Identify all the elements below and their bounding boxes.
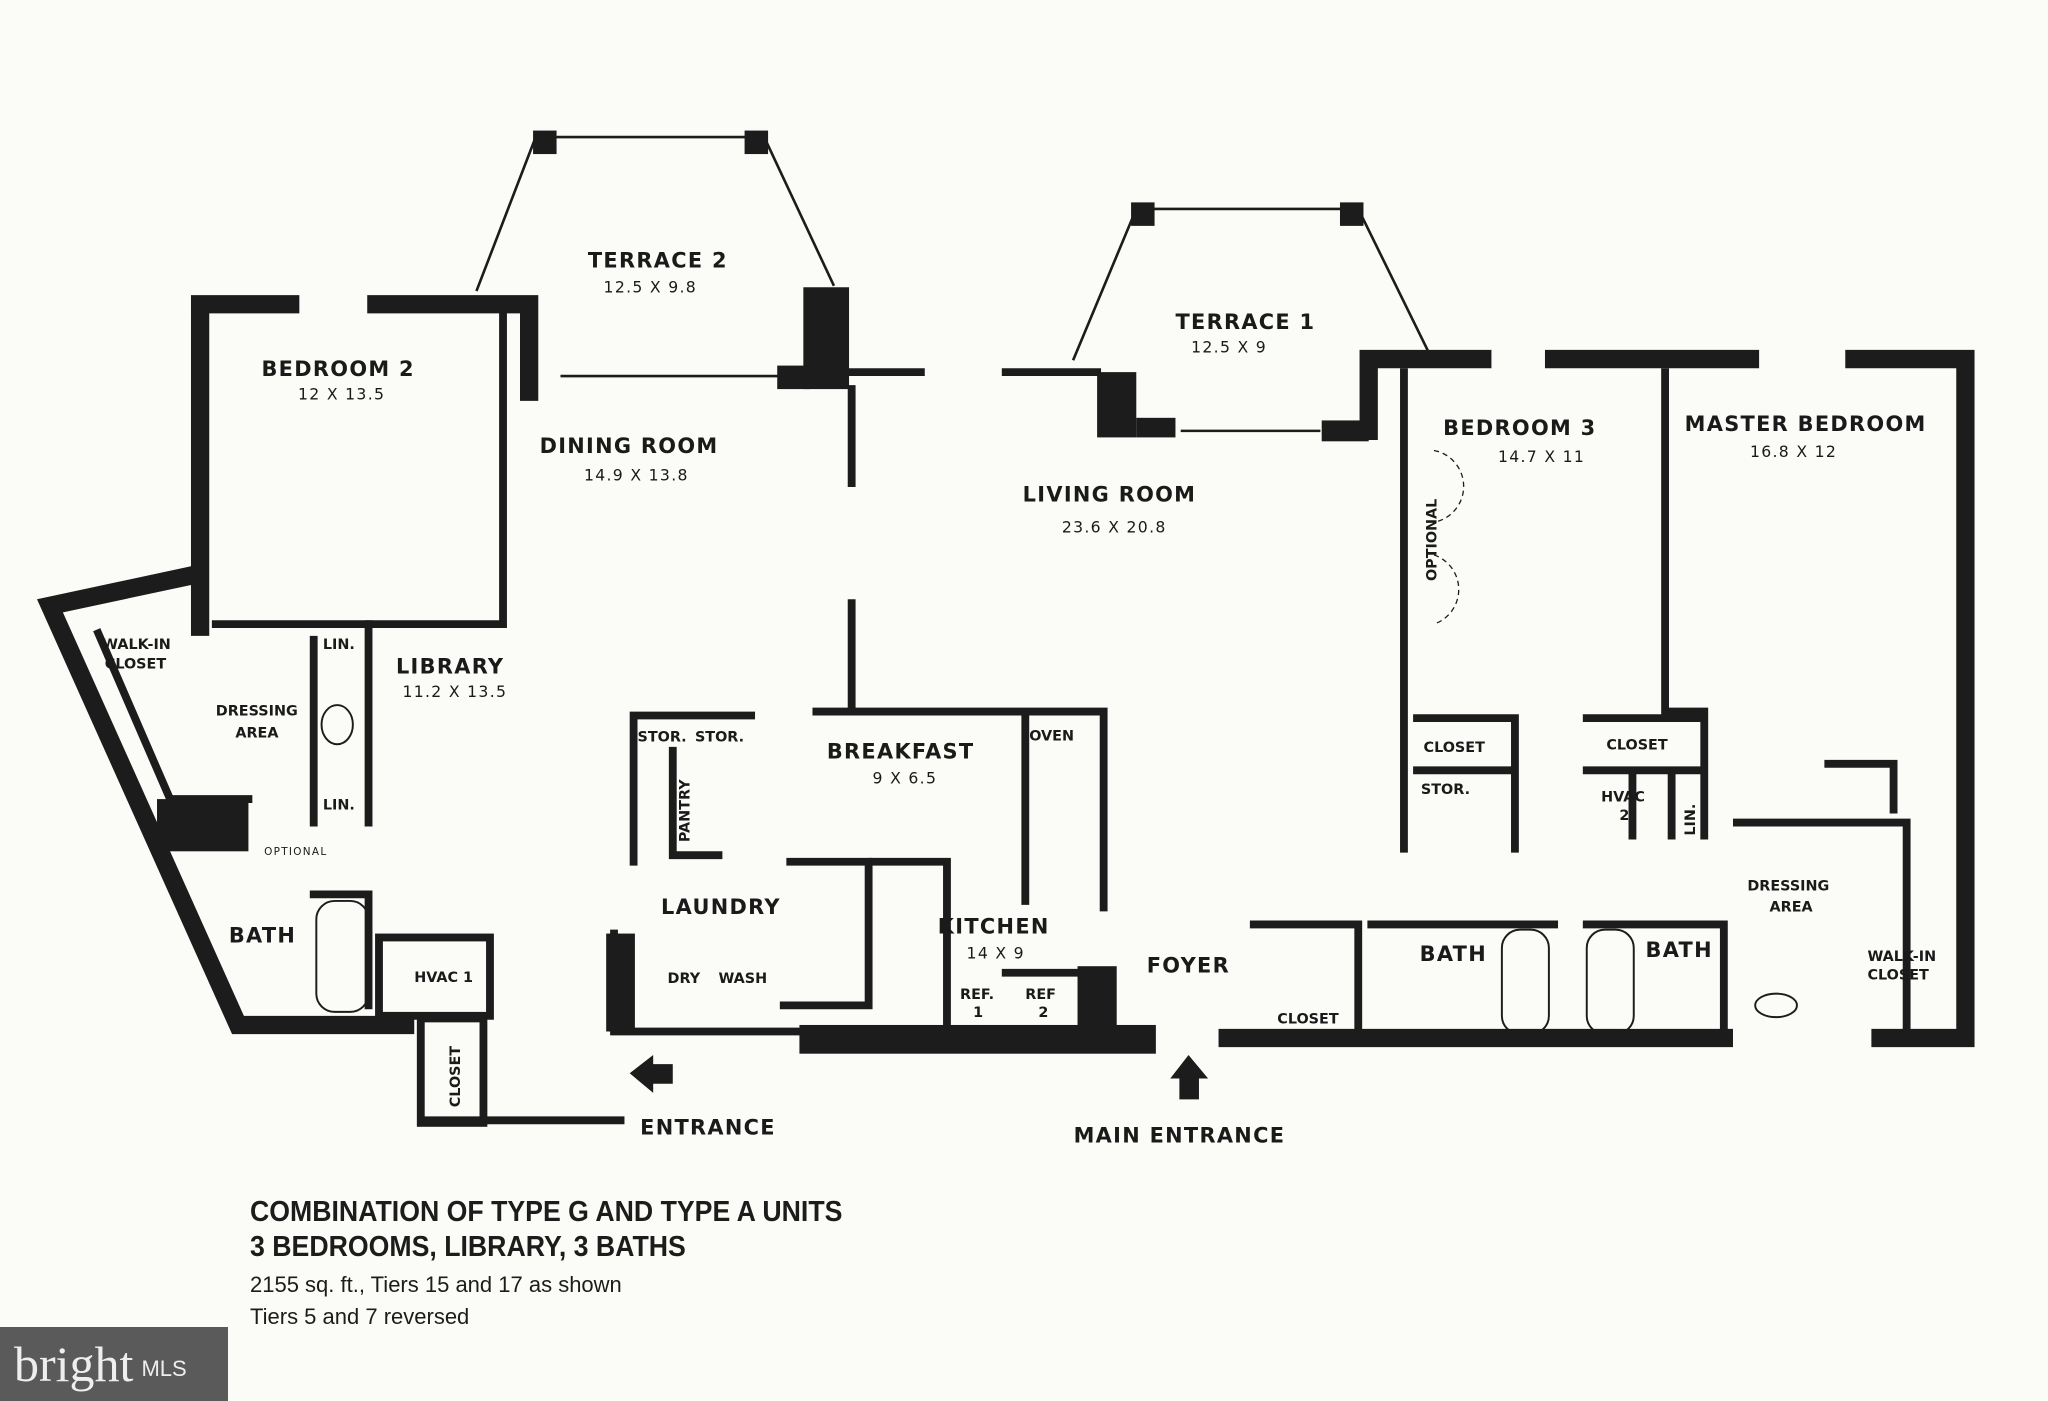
dressing-area-left-label: DRESSING bbox=[216, 704, 298, 720]
linen-label-1: LIN. bbox=[323, 637, 355, 653]
living-label: LIVING ROOM bbox=[1023, 482, 1197, 506]
bath-master-label: BATH bbox=[1646, 938, 1713, 962]
kitchen-size: 14 X 9 bbox=[967, 943, 1025, 962]
hvac2-label: HVAC bbox=[1601, 790, 1645, 806]
hvac1-label: HVAC 1 bbox=[414, 970, 473, 986]
walkin-closet-right-label: WALK-IN bbox=[1867, 949, 1936, 965]
breakfast-label: BREAKFAST bbox=[827, 740, 975, 764]
room-labels: TERRACE 2 12.5 X 9.8 TERRACE 1 12.5 X 9 … bbox=[102, 249, 1936, 1148]
caption-subtitle: 3 BEDROOMS, LIBRARY, 3 BATHS bbox=[250, 1231, 686, 1263]
walkin-closet-right-label-2: CLOSET bbox=[1867, 967, 1929, 983]
caption-tiers: Tiers 5 and 7 reversed bbox=[250, 1304, 470, 1329]
bedroom2-label: BEDROOM 2 bbox=[261, 357, 414, 381]
optional-door-left-label: OPTIONAL bbox=[264, 846, 327, 858]
linen-label-3: LIN. bbox=[1683, 804, 1699, 836]
terrace1-label: TERRACE 1 bbox=[1175, 310, 1315, 334]
bedroom3-size: 14.7 X 11 bbox=[1498, 447, 1585, 466]
kitchen-label: KITCHEN bbox=[938, 915, 1050, 939]
terrace2-label: TERRACE 2 bbox=[588, 249, 728, 273]
bath-bedroom3-label: BATH bbox=[1420, 942, 1487, 966]
bedroom3-label: BEDROOM 3 bbox=[1443, 416, 1596, 440]
laundry-label: LAUNDRY bbox=[661, 895, 781, 919]
walkin-closet-left-label: WALK-IN bbox=[102, 637, 171, 653]
terrace2-size: 12.5 X 9.8 bbox=[604, 277, 698, 296]
hvac2-number: 2 bbox=[1619, 808, 1629, 824]
dressing-area-right-label: DRESSING bbox=[1747, 878, 1829, 894]
master-bedroom-size: 16.8 X 12 bbox=[1750, 442, 1837, 461]
closet-left-label: CLOSET bbox=[448, 1046, 464, 1108]
watermark-brand: bright bbox=[14, 1336, 134, 1392]
ref2-label: REF bbox=[1025, 987, 1056, 1003]
ref2-number: 2 bbox=[1038, 1005, 1048, 1021]
oven-label: OVEN bbox=[1029, 728, 1074, 744]
closet-bedroom3-label: CLOSET bbox=[1424, 740, 1486, 756]
closet-foyer-label: CLOSET bbox=[1277, 1012, 1339, 1028]
dining-size: 14.9 X 13.8 bbox=[584, 465, 689, 484]
stor-label-1: STOR. bbox=[638, 730, 687, 746]
main-entrance-label: MAIN ENTRANCE bbox=[1074, 1123, 1286, 1147]
stor-label-2: STOR. bbox=[695, 730, 744, 746]
caption-title: COMBINATION OF TYPE G AND TYPE A UNITS bbox=[250, 1196, 843, 1228]
bath-left-label: BATH bbox=[229, 924, 296, 948]
entrance-arrow-icon bbox=[629, 1054, 673, 1093]
ref1-number: 1 bbox=[973, 1005, 983, 1021]
living-size: 23.6 X 20.8 bbox=[1062, 518, 1167, 537]
dining-label: DINING ROOM bbox=[540, 434, 719, 458]
dressing-area-left-label-2: AREA bbox=[235, 726, 279, 742]
library-size: 11.2 X 13.5 bbox=[402, 682, 507, 701]
bedroom2-size: 12 X 13.5 bbox=[298, 385, 385, 404]
washer-label: WASH bbox=[718, 971, 767, 987]
closet-master-label: CLOSET bbox=[1606, 737, 1668, 753]
dressing-area-right-label-2: AREA bbox=[1770, 899, 1814, 915]
pantry-label: PANTRY bbox=[678, 779, 694, 842]
ref1-label: REF. bbox=[960, 987, 994, 1003]
main-entrance-arrow-icon bbox=[1170, 1054, 1209, 1100]
dryer-label: DRY bbox=[668, 971, 701, 987]
linen-label-2: LIN. bbox=[323, 798, 355, 814]
optional-door-right-label: OPTIONAL bbox=[1425, 499, 1441, 581]
caption-area: 2155 sq. ft., Tiers 15 and 17 as shown bbox=[250, 1272, 622, 1297]
breakfast-size: 9 X 6.5 bbox=[873, 768, 938, 787]
bright-mls-watermark: bright MLS bbox=[0, 1327, 228, 1401]
master-bedroom-label: MASTER BEDROOM bbox=[1685, 412, 1927, 436]
library-label: LIBRARY bbox=[396, 655, 504, 679]
foyer-label: FOYER bbox=[1147, 954, 1230, 978]
stor-bedroom3-label: STOR. bbox=[1421, 782, 1470, 798]
walkin-closet-left-label-2: CLOSET bbox=[105, 657, 167, 673]
entrance-label: ENTRANCE bbox=[640, 1116, 776, 1140]
terrace1-size: 12.5 X 9 bbox=[1191, 338, 1267, 357]
walls bbox=[36, 130, 1975, 1127]
watermark-suffix: MLS bbox=[141, 1356, 187, 1381]
